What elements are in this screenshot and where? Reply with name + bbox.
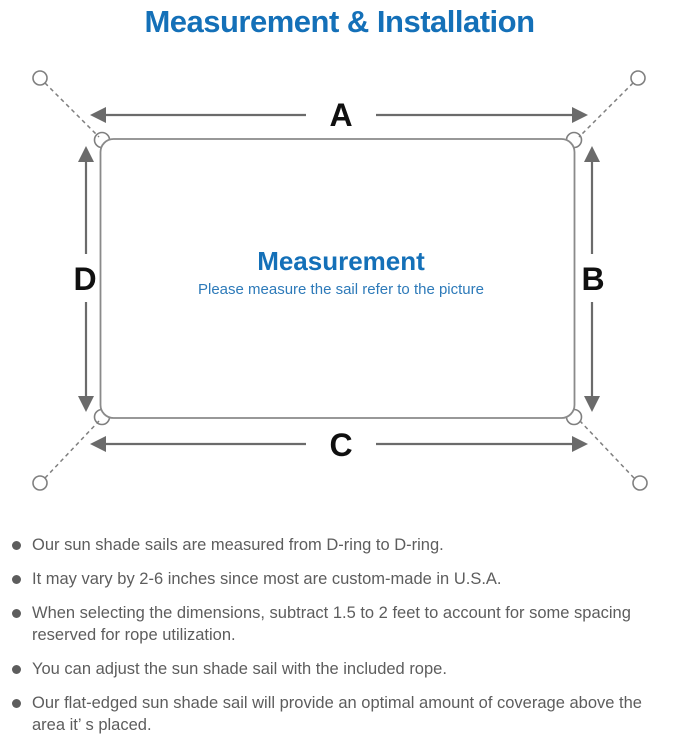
dimension-label-b: B [581,261,604,297]
list-item: Our sun shade sails are measured from D-… [12,534,660,556]
arrowhead-c-left-icon [90,436,106,452]
list-item: Our flat-edged sun shade sail will provi… [12,692,660,736]
arrowhead-d-down-icon [78,396,94,412]
note-text: It may vary by 2-6 inches since most are… [32,570,502,588]
rope-dashed-line-top-right [578,82,634,138]
rope-dashed-line-bottom-right [579,420,635,479]
bullet-icon [12,609,21,618]
arrowhead-b-down-icon [584,396,600,412]
note-text: Our sun shade sails are measured from D-… [32,536,444,554]
list-item: You can adjust the sun shade sail with t… [12,658,660,680]
diagram-center-heading: Measurement [257,246,425,276]
bullet-icon [12,575,21,584]
anchor-point-top-left [32,70,48,86]
anchor-point-top-right [630,70,646,86]
anchor-point-bottom-right [632,475,648,491]
measurement-notes-list: Our sun shade sails are measured from D-… [12,534,660,739]
sail-outline [99,138,576,419]
page-title: Measurement & Installation [144,4,535,39]
arrowhead-a-right-icon [572,107,588,123]
note-text: You can adjust the sun shade sail with t… [32,660,447,678]
rope-dashed-line-bottom-left [44,420,100,479]
dimension-label-d: D [73,261,96,297]
dimension-label-c: C [329,427,352,463]
arrowhead-a-left-icon [90,107,106,123]
bullet-icon [12,699,21,708]
bullet-icon [12,665,21,674]
arrowhead-c-right-icon [572,436,588,452]
anchor-point-bottom-left [32,475,48,491]
arrowhead-d-up-icon [78,146,94,162]
list-item: It may vary by 2-6 inches since most are… [12,568,660,590]
sail-measurement-diagram: A C D B Measurement Please measure the s… [32,70,648,491]
dimension-label-a: A [329,97,352,133]
diagram-center-subheading: Please measure the sail refer to the pic… [198,281,484,298]
list-item: When selecting the dimensions, subtract … [12,602,660,646]
bullet-icon [12,541,21,550]
arrowhead-b-up-icon [584,146,600,162]
note-text: Our flat-edged sun shade sail will provi… [32,694,642,734]
note-text: When selecting the dimensions, subtract … [32,604,631,644]
rope-dashed-line-top-left [44,82,100,138]
